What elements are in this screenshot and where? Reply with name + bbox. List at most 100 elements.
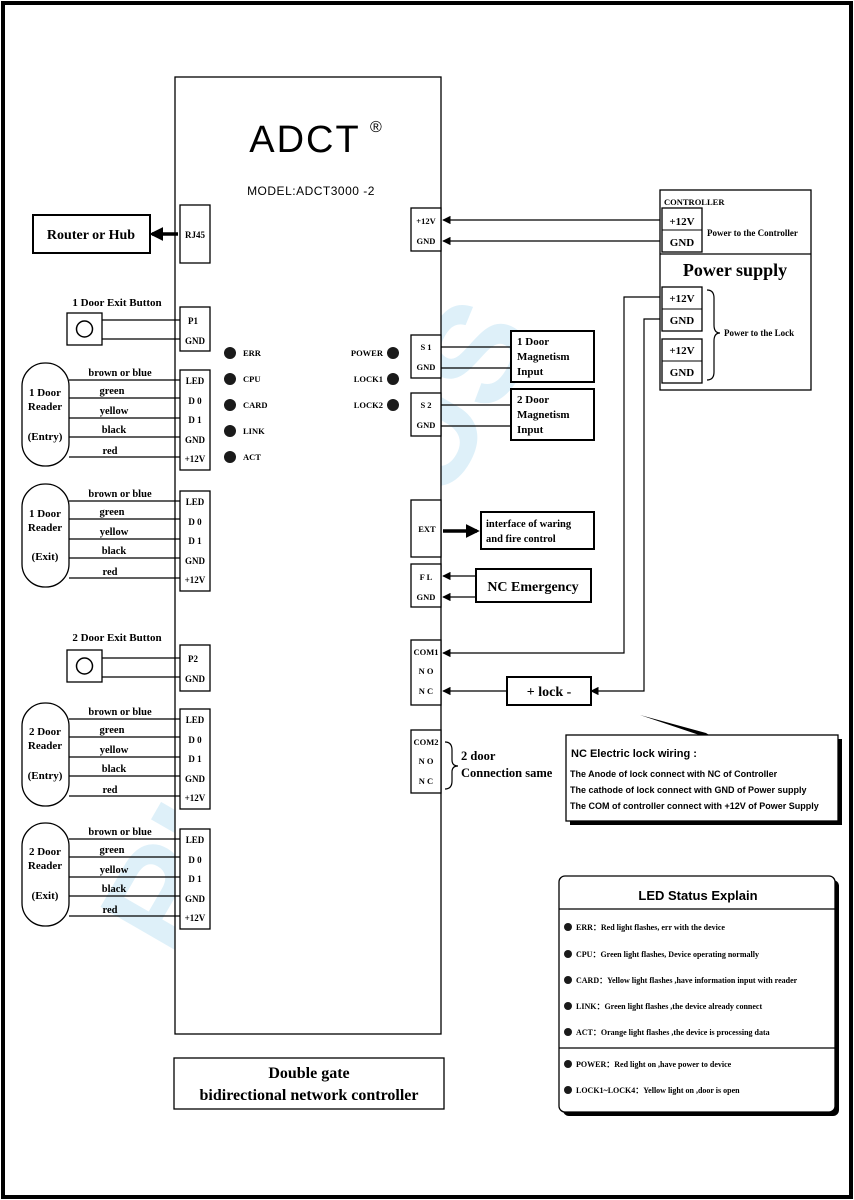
pin-label: GND xyxy=(185,774,206,784)
pin-label: +12V xyxy=(185,913,206,923)
supply-lock1-gnd: GND xyxy=(670,315,695,327)
ext-terminal xyxy=(410,499,442,558)
wire-color: red xyxy=(103,785,118,796)
led-lock2-indicator xyxy=(387,399,399,411)
reader-1-exit-line2: Reader xyxy=(28,522,62,534)
pin-label: D 1 xyxy=(188,536,202,546)
led-explain-title: LED Status Explain xyxy=(638,888,757,903)
led-link-indicator xyxy=(224,425,236,437)
reader-2-entry-line2: Reader xyxy=(28,740,62,752)
reader-1-exit: 1 Door Reader (Exit) brown or blue green… xyxy=(21,483,211,592)
title-line1: Double gate xyxy=(268,1065,349,1082)
pin-label: D 1 xyxy=(188,754,202,764)
s2-gnd-pin: GND xyxy=(417,420,436,430)
pin-label: LED xyxy=(186,835,205,845)
wire-color: red xyxy=(103,446,118,457)
supply-lock2-gnd: GND xyxy=(670,367,695,379)
svg-text:CPU：Green light flashes, Devic: CPU：Green light flashes, Device operatin… xyxy=(576,950,759,959)
fl-gnd-pin: GND xyxy=(417,592,436,602)
pin-label: GND xyxy=(185,556,206,566)
controller-board xyxy=(174,76,442,1035)
reader-2-entry-mode: (Entry) xyxy=(28,770,63,782)
nc-wiring-line: The COM of controller connect with +12V … xyxy=(570,801,819,811)
reader-1-entry-body xyxy=(21,362,70,467)
led-lock2-label: LOCK2 xyxy=(354,400,383,410)
pin-label: D 0 xyxy=(188,517,202,527)
reader-1-exit-body xyxy=(21,483,70,588)
fl-terminal xyxy=(410,563,442,608)
svg-text:ERR：Red light flashes, err wit: ERR：Red light flashes, err with the devi… xyxy=(576,923,725,932)
reader-2-entry-terminal xyxy=(179,708,211,810)
p1-terminal xyxy=(179,306,211,352)
magnetism-2-line2: Magnetism xyxy=(517,409,570,421)
wire-color: brown or blue xyxy=(88,707,152,718)
magnetism-1-box xyxy=(510,330,595,383)
supply-lock-brace xyxy=(706,289,721,381)
p1-gnd-pin: GND xyxy=(185,336,206,346)
svg-text:CARD：Yellow light flashes ,hav: CARD：Yellow light flashes ,have informat… xyxy=(576,976,798,985)
reader-1-entry-line1: 1 Door xyxy=(29,387,61,399)
wire-color: green xyxy=(100,725,125,736)
p2-terminal xyxy=(179,644,211,692)
nc-wiring-box xyxy=(565,734,839,822)
reader-1-exit-line1: 1 Door xyxy=(29,508,61,520)
led-power-indicator xyxy=(387,347,399,359)
pin-label: D 1 xyxy=(188,874,202,884)
nc-wiring-line: The Anode of lock connect with NC of Con… xyxy=(570,769,778,779)
controller-label: CONTROLLER xyxy=(664,197,725,207)
svg-text:ACT：Orange light flashes ,the: ACT：Orange light flashes ,the device is … xyxy=(576,1028,770,1037)
wire-color: brown or blue xyxy=(88,489,152,500)
s2-terminal xyxy=(410,392,442,437)
pin-label: D 0 xyxy=(188,396,202,406)
com1-terminal xyxy=(410,639,442,706)
reader-2-entry: 2 Door Reader (Entry) brown or blue gree… xyxy=(21,702,211,810)
com2-terminal xyxy=(410,729,442,794)
wire-color: black xyxy=(102,546,127,557)
wire-color: yellow xyxy=(100,745,129,756)
reader-2-exit: 2 Door Reader (Exit) brown or blue green… xyxy=(21,822,211,930)
led-err-label: ERR xyxy=(243,348,262,358)
reader-2-exit-mode: (Exit) xyxy=(32,890,59,902)
s1-pin: S 1 xyxy=(420,342,431,352)
pin-label: LED xyxy=(186,376,205,386)
wire-color: green xyxy=(100,845,125,856)
wire-color: yellow xyxy=(100,865,129,876)
p2-gnd-pin: GND xyxy=(185,674,206,684)
wire-color: black xyxy=(102,764,127,775)
magnetism-2-box xyxy=(510,388,595,441)
exit-button-1-knob xyxy=(75,320,94,338)
svg-text:LOCK1~LOCK4：Yellow light on ,d: LOCK1~LOCK4：Yellow light on ,door is ope… xyxy=(576,1086,740,1095)
wire-color: black xyxy=(102,884,127,895)
ext-interface-line2: and fire control xyxy=(486,534,556,545)
magnetism-2-line3: Input xyxy=(517,424,544,436)
power-terminal xyxy=(410,207,442,252)
led-explain-item: LINK：Green light flashes ,the device alr… xyxy=(564,1002,762,1011)
led-card-label: CARD xyxy=(243,400,268,410)
reader-2-exit-line1: 2 Door xyxy=(29,846,61,858)
wire-color: green xyxy=(100,386,125,397)
led-cpu-label: CPU xyxy=(243,374,260,384)
wire-color: red xyxy=(103,905,118,916)
brand-reg-mark: ® xyxy=(370,119,382,136)
s1-gnd-pin: GND xyxy=(417,362,436,372)
wire-color: yellow xyxy=(100,527,129,538)
power-gnd-pin: GND xyxy=(417,236,436,246)
com1-no-pin: N O xyxy=(419,666,434,676)
power-to-controller-label: Power to the Controller xyxy=(707,228,798,238)
reader-1-entry: 1 Door Reader (Entry) brown or blue gree… xyxy=(21,362,211,471)
power-to-lock-label: Power to the Lock xyxy=(724,328,794,338)
com2-pin: COM2 xyxy=(413,737,438,747)
led-explain-item: ACT：Orange light flashes ,the device is … xyxy=(564,1028,770,1037)
router-box xyxy=(32,214,151,254)
magnetism-1-line2: Magnetism xyxy=(517,351,570,363)
led-explain-item: LOCK1~LOCK4：Yellow light on ,door is ope… xyxy=(564,1086,740,1095)
ext-pin: EXT xyxy=(418,524,436,534)
led-lock1-indicator xyxy=(387,373,399,385)
pin-label: +12V xyxy=(185,454,206,464)
magnetism-2-line1: 2 Door xyxy=(517,394,549,406)
reader-2-entry-line1: 2 Door xyxy=(29,726,61,738)
supply-controller-plus: +12V xyxy=(669,216,694,228)
reader-1-entry-mode: (Entry) xyxy=(28,431,63,443)
power-supply-title: Power supply xyxy=(683,260,787,280)
